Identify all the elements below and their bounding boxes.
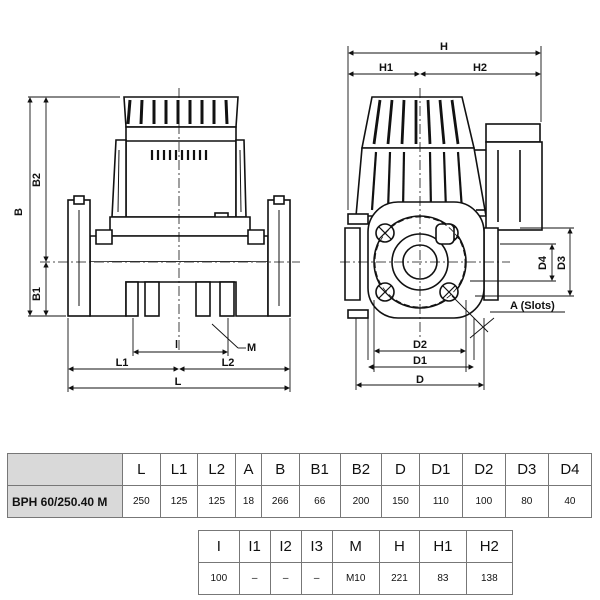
dim-label-D1: D1 [413, 355, 427, 367]
value-cell: 100 [461, 485, 506, 518]
header-cell: A [235, 453, 262, 486]
value-cell: 125 [159, 485, 199, 518]
header-cell: D [381, 453, 420, 486]
header-cell: I3 [300, 530, 333, 563]
header-cell: L [122, 453, 161, 486]
header-cell: D4 [547, 453, 593, 486]
value-cell: 150 [381, 485, 420, 518]
model-name: BPH 60/250.40 M [7, 485, 123, 518]
header-cell: I1 [238, 530, 271, 563]
value-cell: 66 [298, 485, 341, 518]
header-cell: D1 [418, 453, 463, 486]
value-cell: 110 [418, 485, 463, 518]
value-cell: 138 [465, 562, 514, 595]
dim-label-D3: D3 [556, 256, 568, 270]
value-cell: 221 [378, 562, 421, 595]
value-cell: 83 [419, 562, 467, 595]
dim-label-H: H [440, 41, 448, 53]
dim-label-L: L [175, 376, 182, 388]
dim-label-D2: D2 [413, 339, 427, 351]
dim-label-L2: L2 [222, 357, 235, 369]
value-cell: – [300, 562, 333, 595]
value-cell: 40 [547, 485, 593, 518]
dim-label-H1: H1 [379, 62, 393, 74]
value-cell: – [238, 562, 271, 595]
value-cell: 100 [198, 562, 240, 595]
front-view [67, 96, 291, 317]
value-cell: 80 [504, 485, 549, 518]
dim-label-B1: B1 [31, 287, 43, 301]
table-header-row: L L1 L2 A B B1 B2 D D1 D2 D3 D4 [7, 453, 593, 486]
dim-label-D4: D4 [537, 255, 549, 270]
dim-label-M: M [247, 342, 256, 354]
value-cell: 125 [197, 485, 237, 518]
slots-label: A (Slots) [510, 300, 555, 312]
table-row: 100 – – – M10 221 83 138 [198, 562, 514, 595]
value-cell: 200 [339, 485, 383, 518]
dim-label-D: D [416, 374, 424, 386]
side-view [344, 96, 543, 319]
value-cell: 18 [235, 485, 262, 518]
header-cell: H [378, 530, 421, 563]
dimension-table-2: I I1 I2 I3 M H H1 H2 100 – – – M10 221 8… [198, 530, 514, 595]
header-cell: L2 [197, 453, 237, 486]
value-cell: M10 [331, 562, 380, 595]
table-row: BPH 60/250.40 M 250 125 125 18 266 66 20… [7, 485, 593, 518]
dim-label-B: B [13, 208, 25, 216]
header-cell: D2 [461, 453, 506, 486]
table-header-row: I I1 I2 I3 M H H1 H2 [198, 530, 514, 563]
dim-label-B2: B2 [31, 173, 43, 187]
value-cell: 250 [122, 485, 161, 518]
header-cell: B [260, 453, 300, 486]
table-corner-cell [7, 453, 123, 486]
dimension-table-1: L L1 L2 A B B1 B2 D D1 D2 D3 D4 BPH 60/2… [7, 453, 593, 518]
header-cell: H2 [465, 530, 514, 563]
header-cell: I [198, 530, 240, 563]
header-cell: H1 [419, 530, 467, 563]
technical-drawing: B B2 B1 L1 L2 L M M [13, 41, 574, 392]
value-cell: 266 [260, 485, 300, 518]
header-cell: B1 [298, 453, 341, 486]
value-cell: – [269, 562, 302, 595]
dim-label-H2: H2 [473, 62, 487, 74]
dim-label-l: l [175, 339, 179, 351]
header-cell: M [331, 530, 380, 563]
header-cell: I2 [269, 530, 302, 563]
header-cell: B2 [339, 453, 383, 486]
header-cell: D3 [504, 453, 549, 486]
header-cell: L1 [159, 453, 199, 486]
dim-label-L1: L1 [116, 357, 129, 369]
